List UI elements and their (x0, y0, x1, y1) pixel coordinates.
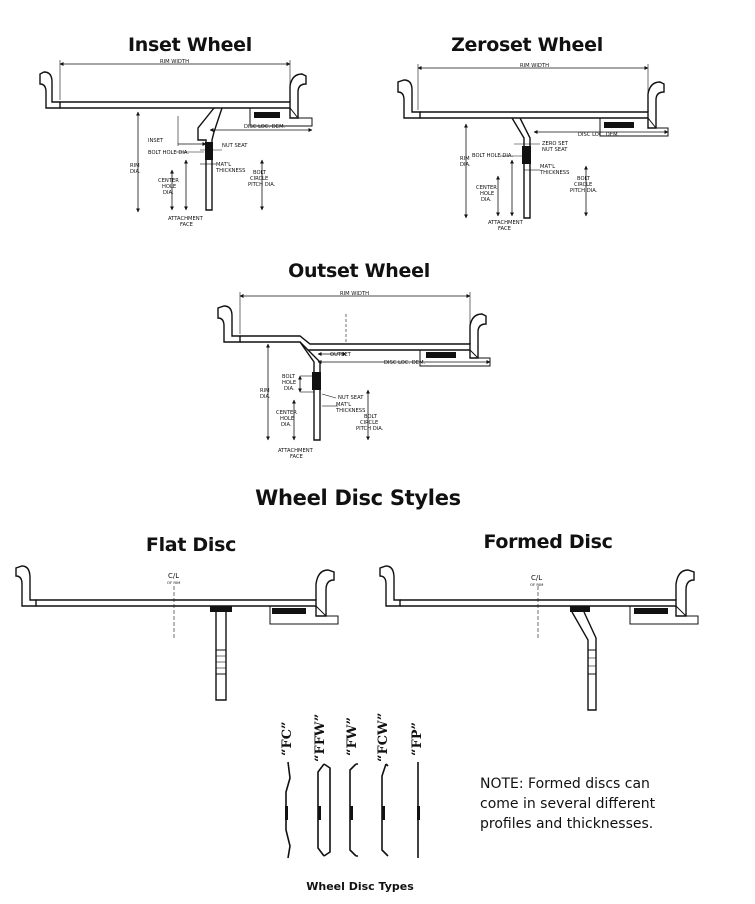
outset-wheel-diagram (217, 292, 491, 441)
svg-text:INSET: INSET (148, 138, 164, 144)
formed-disc-title: Formed Disc (483, 531, 613, 553)
svg-text:BOLT: BOLT (282, 374, 296, 380)
svg-text:RIM: RIM (260, 388, 270, 394)
disc-type-fw-label: “FW” (345, 716, 360, 756)
flat-disc-diagram (15, 565, 339, 701)
disc-type-fc-label: “FC” (280, 721, 295, 756)
svg-text:CENTER: CENTER (276, 410, 297, 416)
svg-text:DIA.: DIA. (260, 394, 271, 400)
svg-text:C/L: C/L (531, 574, 542, 582)
formed-disc-labels: C/L OF RIM (530, 574, 543, 587)
flat-disc-title: Flat Disc (145, 534, 237, 556)
formed-disc-note: NOTE: Formed discs can come in several d… (480, 774, 680, 834)
svg-text:ZERO SET: ZERO SET (542, 141, 569, 147)
svg-text:DISC LOC. DEM.: DISC LOC. DEM. (244, 124, 286, 130)
svg-text:HOLE: HOLE (282, 380, 296, 386)
inset-wheel-diagram (39, 60, 313, 213)
svg-text:CENTER: CENTER (158, 178, 179, 184)
flat-disc-labels: C/L OF RIM (167, 572, 180, 585)
outset-wheel-labels: RIM WIDTH DISC LOC. DEM. OUTSET BOLT HOL… (260, 291, 426, 460)
disc-type-ffw-label: “FFW” (313, 713, 328, 762)
svg-text:ATTACHMENT: ATTACHMENT (278, 448, 314, 454)
svg-text:THICKNESS: THICKNESS (539, 170, 569, 176)
svg-text:OF RIM: OF RIM (167, 580, 180, 585)
svg-text:DIA.: DIA. (481, 197, 492, 203)
note-line: profiles and thicknesses. (480, 816, 654, 832)
disc-type-profiles (285, 761, 420, 859)
svg-text:DIA.: DIA. (460, 162, 471, 168)
svg-text:HOLE: HOLE (280, 416, 294, 422)
svg-text:CIRCLE: CIRCLE (250, 176, 268, 182)
svg-text:RIM WIDTH: RIM WIDTH (520, 63, 549, 69)
svg-text:CIRCLE: CIRCLE (574, 182, 592, 188)
svg-text:DIA.: DIA. (284, 386, 295, 392)
svg-text:PITCH DIA.: PITCH DIA. (570, 188, 598, 194)
svg-text:NUT SEAT: NUT SEAT (542, 147, 568, 153)
svg-text:THICKNESS: THICKNESS (335, 408, 365, 414)
note-line: NOTE: Formed discs can (480, 776, 650, 792)
svg-text:HOLE: HOLE (480, 191, 494, 197)
svg-text:RIM WIDTH: RIM WIDTH (340, 291, 369, 297)
disc-type-fp-label: “FP” (410, 722, 425, 756)
inset-wheel-labels: RIM WIDTH DISC LOC. DEM. INSET NUT SEAT … (130, 59, 286, 228)
svg-text:RIM WIDTH: RIM WIDTH (160, 59, 189, 65)
svg-text:FACE: FACE (180, 222, 193, 228)
note-line: come in several different (480, 796, 656, 812)
svg-text:HOLE: HOLE (162, 184, 176, 190)
svg-text:PITCH DIA.: PITCH DIA. (356, 426, 384, 432)
svg-text:NUT SEAT: NUT SEAT (222, 143, 248, 149)
svg-text:RIM: RIM (130, 163, 140, 169)
wheel-disc-types-title: Wheel Disc Types (306, 880, 414, 893)
svg-text:BOLT: BOLT (253, 170, 267, 176)
svg-text:BOLT: BOLT (364, 414, 378, 420)
svg-text:RIM: RIM (460, 156, 470, 162)
zeroset-wheel-labels: RIM WIDTH DISC LOC. DEM. ZERO SET NUT SE… (460, 63, 620, 232)
svg-text:DIA.: DIA. (130, 169, 141, 175)
svg-text:BOLT: BOLT (577, 176, 591, 182)
svg-text:DISC LOC. DEM.: DISC LOC. DEM. (578, 132, 620, 138)
svg-text:OUTSET: OUTSET (330, 352, 352, 358)
svg-text:DIA.: DIA. (163, 190, 174, 196)
wheel-disc-styles-title: Wheel Disc Styles (255, 486, 461, 510)
svg-text:CENTER: CENTER (476, 185, 497, 191)
svg-text:C/L: C/L (168, 572, 179, 580)
svg-text:DIA.: DIA. (281, 422, 292, 428)
svg-text:ATTACHMENT: ATTACHMENT (168, 216, 204, 222)
svg-text:FACE: FACE (290, 454, 303, 460)
svg-text:DISC LOC. DEM.: DISC LOC. DEM. (384, 360, 426, 366)
formed-disc-diagram (379, 565, 699, 711)
svg-text:ATTACHMENT: ATTACHMENT (488, 220, 524, 226)
zeroset-wheel-diagram (397, 64, 669, 219)
svg-text:MAT'L: MAT'L (540, 164, 555, 170)
svg-text:MAT'L: MAT'L (336, 402, 351, 408)
svg-text:BOLT HOLE DIA.: BOLT HOLE DIA. (148, 150, 189, 156)
svg-text:MAT'L: MAT'L (216, 162, 231, 168)
svg-text:THICKNESS: THICKNESS (215, 168, 245, 174)
svg-text:OF RIM: OF RIM (530, 582, 543, 587)
inset-wheel-title: Inset Wheel (128, 34, 252, 56)
svg-text:BOLT HOLE DIA.: BOLT HOLE DIA. (472, 153, 513, 159)
disc-type-fcw-label: “FCW” (376, 712, 391, 762)
outset-wheel-title: Outset Wheel (288, 260, 430, 282)
svg-text:NUT SEAT: NUT SEAT (338, 395, 364, 401)
svg-text:FACE: FACE (498, 226, 511, 232)
svg-text:CIRCLE: CIRCLE (360, 420, 378, 426)
zeroset-wheel-title: Zeroset Wheel (451, 34, 603, 56)
svg-text:PITCH DIA.: PITCH DIA. (248, 182, 276, 188)
